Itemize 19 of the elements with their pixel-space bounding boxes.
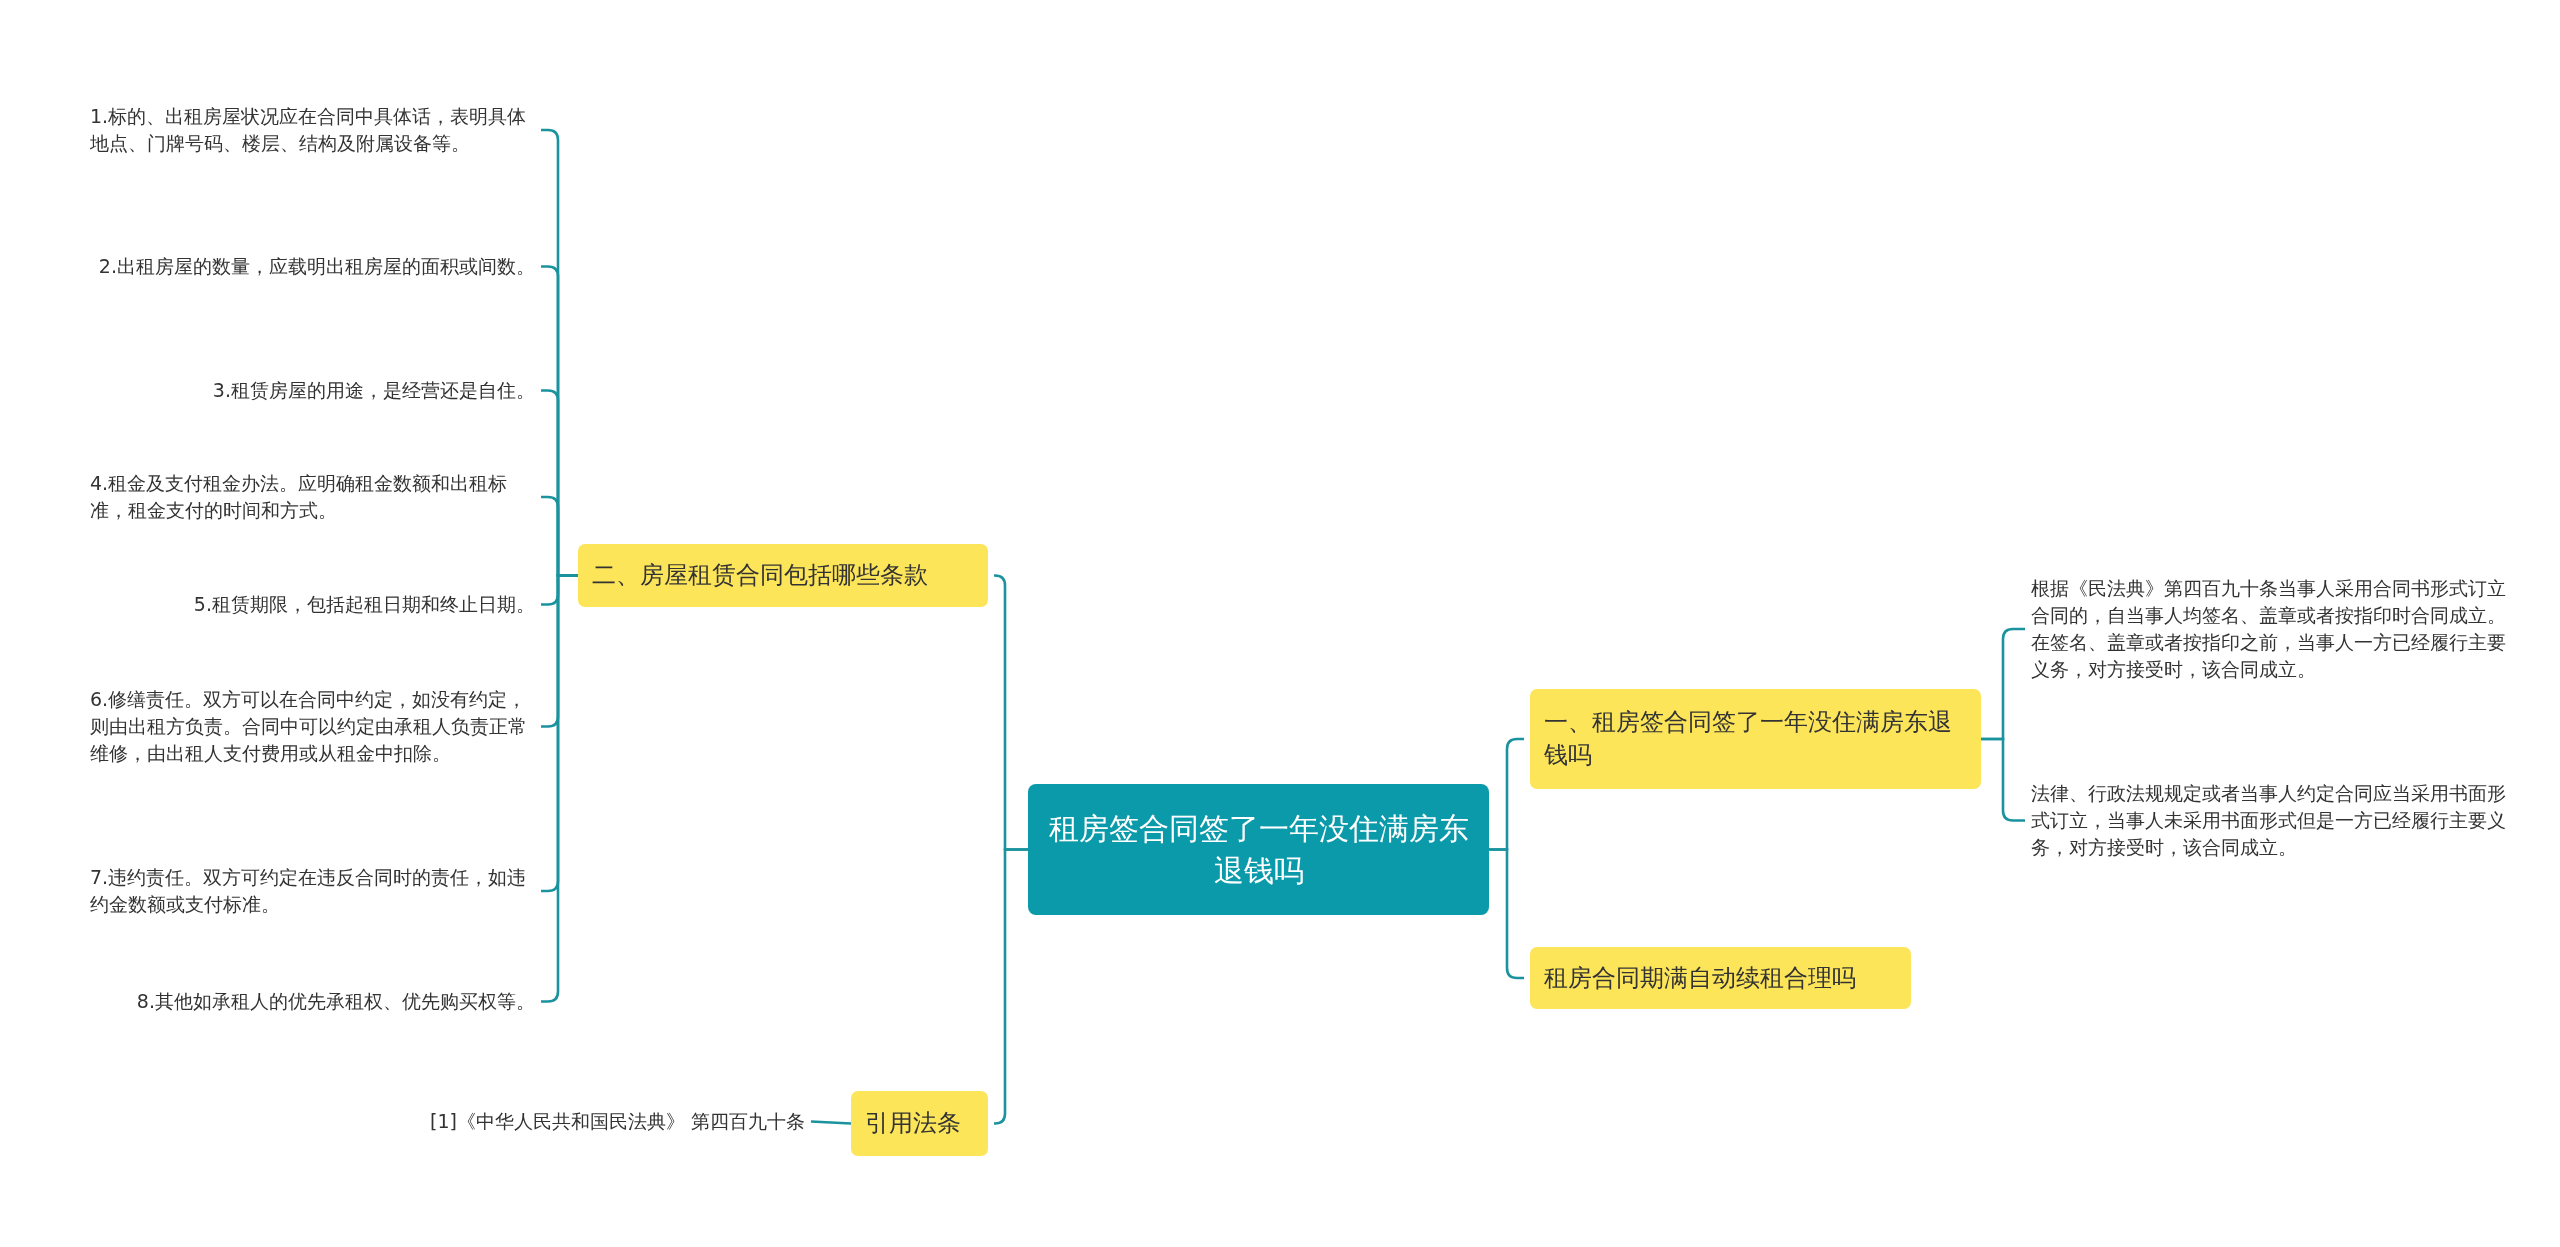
connector-line [541, 574, 578, 1003]
detail-text: 6.修缮责任。双方可以在合同中约定，如没有约定，则由出租方负责。合同中可以约定由承租人负责正常维修，由出租人支付费用或从租金中扣除。 [90, 686, 535, 767]
detail-text: [1]《中华人民共和国民法典》 第四百九十条 [430, 1108, 805, 1135]
connector-line [810, 1120, 852, 1125]
detail-text: 4.租金及支付租金办法。应明确租金数额和出租标准，租金支付的时间和方式。 [90, 470, 535, 524]
topic-box: 引用法条 [851, 1091, 988, 1156]
central-topic-box: 租房签合同签了一年没住满房东退钱吗 [1028, 784, 1489, 915]
detail-text: 8.其他如承租人的优先承租权、优先购买权等。 [136, 988, 535, 1015]
detail-text: 1.标的、出租房屋状况应在合同中具体话，表明具体地点、门牌号码、楼层、结构及附属设备等。 [90, 103, 535, 157]
detail-text: 法律、行政法规规定或者当事人约定合同应当采用书面形式订立，当事人未采用书面形式但是一方已经履行主要义务，对方接受时，该合同成立。 [2031, 780, 2521, 861]
detail-text: 5.租赁期限，包括起租日期和终止日期。 [193, 591, 535, 618]
topic-box: 租房合同期满自动续租合理吗 [1530, 947, 1911, 1009]
detail-text: 7.违约责任。双方可约定在违反合同时的责任，如违约金数额或支付标准。 [90, 864, 535, 918]
connector-line [993, 848, 1028, 1125]
detail-text: 根据《民法典》第四百九十条当事人采用合同书形式订立合同的，自当事人均签名、盖章或者按指印时合同成立。在签名、盖章或者按指印之前，当事人一方已经履行主要义务，对方接受时，该合同成立。 [2031, 575, 2521, 683]
topic-box: 二、房屋租赁合同包括哪些条款 [578, 544, 988, 607]
detail-text: 2.出租房屋的数量，应载明出租房屋的面积或间数。 [98, 253, 535, 280]
topic-box: 一、租房签合同签了一年没住满房东退钱吗 [1530, 689, 1981, 789]
detail-text: 3.租赁房屋的用途，是经营还是自住。 [212, 377, 535, 404]
